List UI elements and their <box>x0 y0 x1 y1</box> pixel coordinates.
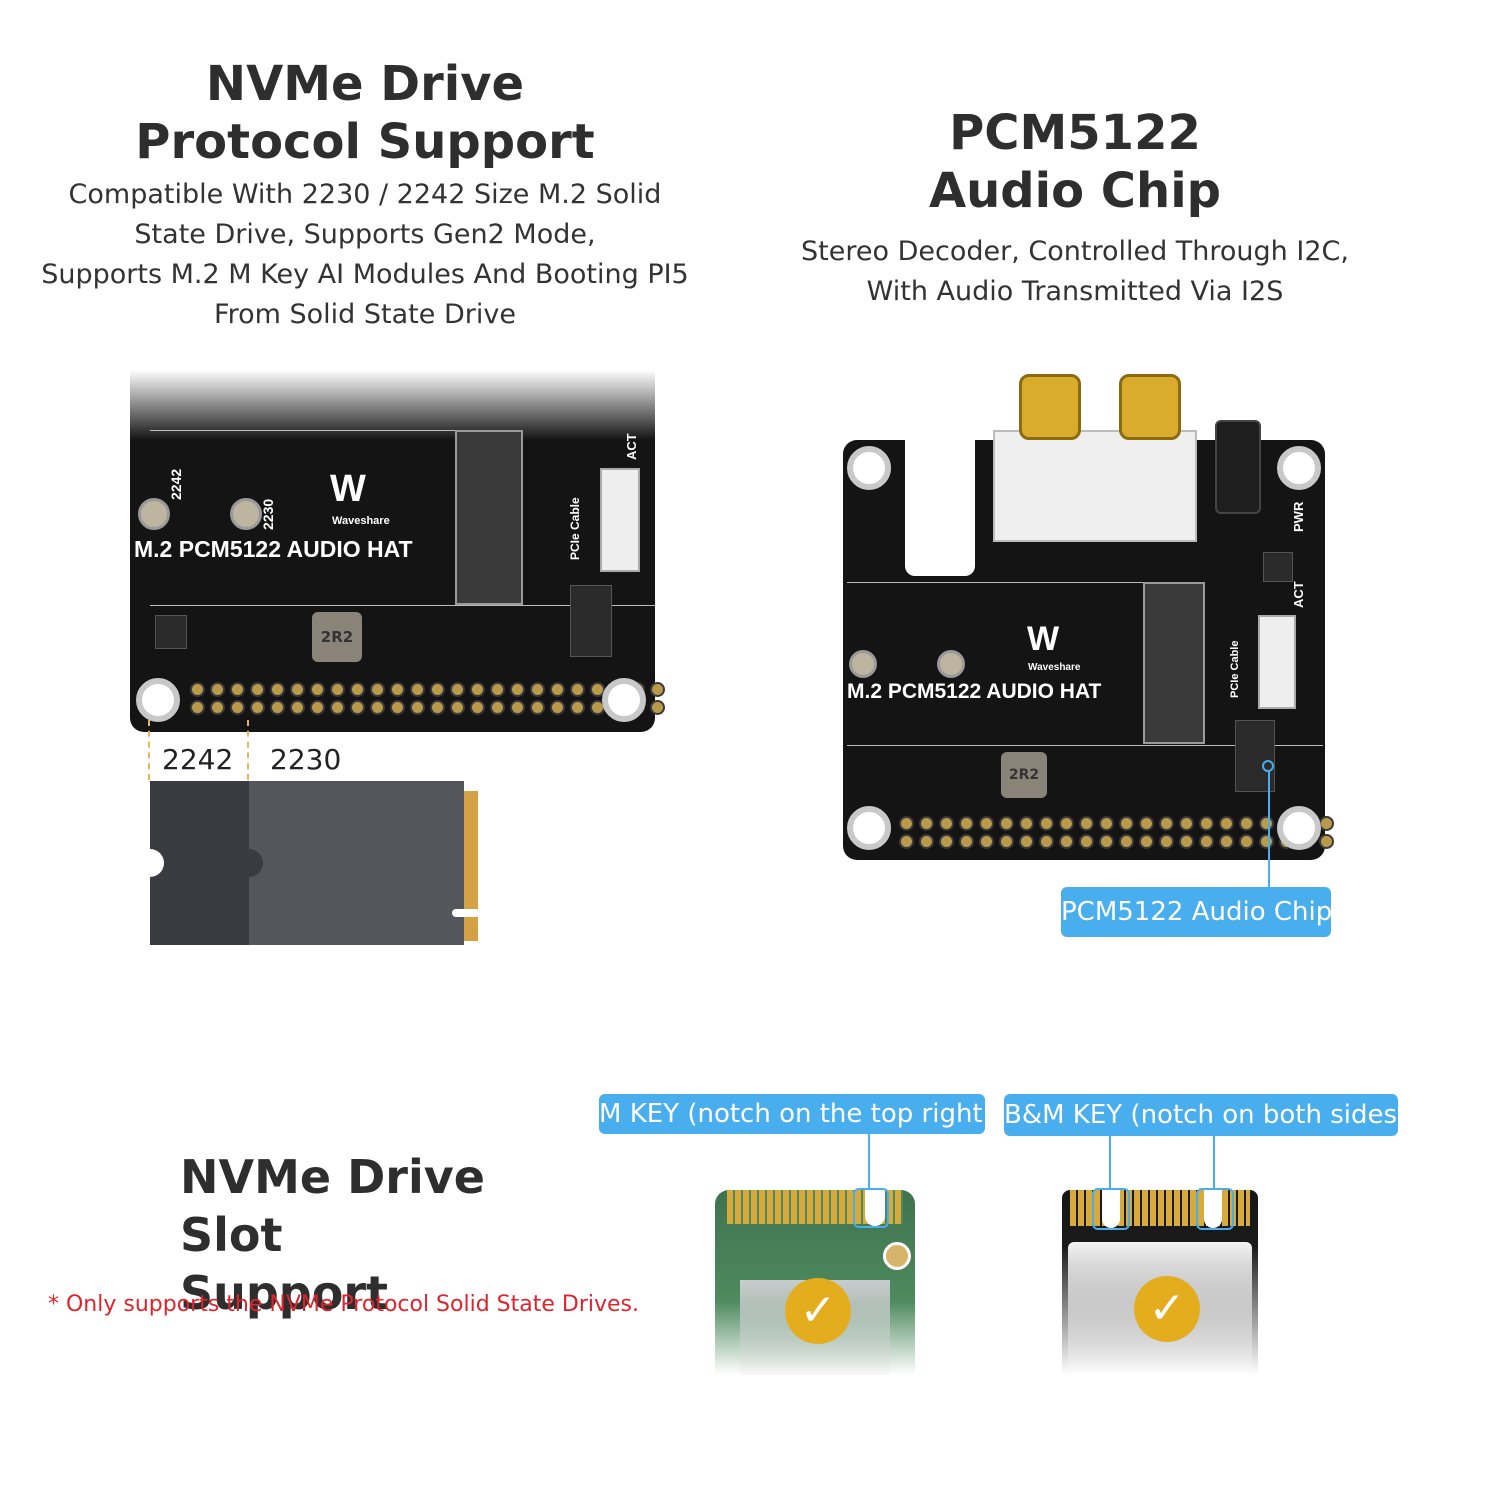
callout-marker <box>1262 760 1274 772</box>
right-desc-line2: With Audio Transmitted Via I2S <box>866 276 1284 307</box>
pcm5122-callout: PCM5122 Audio Chip <box>1061 887 1332 937</box>
rca-jack-right-icon <box>1119 374 1181 440</box>
m-key-leader <box>868 1134 870 1188</box>
standoff-2242 <box>849 650 877 678</box>
check-icon: ✓ <box>785 1278 851 1344</box>
divider-line <box>150 605 655 606</box>
pcie-connector <box>600 468 640 572</box>
left-desc-line4: From Solid State Drive <box>214 299 516 330</box>
bm-key-leader-left <box>1109 1136 1111 1190</box>
right-title-line1: PCM5122 <box>949 105 1201 161</box>
left-title-line1: NVMe Drive <box>205 56 525 112</box>
rca-connector-block <box>993 430 1197 542</box>
right-board-image: PWR ACT W Waveshare M.2 PCM5122 AUDIO HA… <box>843 374 1334 860</box>
ic-chip <box>1263 552 1293 582</box>
mount-hole <box>847 806 891 850</box>
left-desc-line2: State Drive, Supports Gen2 Mode, <box>134 219 596 250</box>
guide-2242 <box>148 720 150 780</box>
left-desc-line3: Supports M.2 M Key AI Modules And Bootin… <box>41 259 689 290</box>
brand-label: Waveshare <box>332 515 390 527</box>
audio-jack-icon <box>1215 420 1261 514</box>
pcie-label-right: PCIe Cable <box>1229 640 1241 698</box>
m2-slot <box>1143 582 1205 744</box>
pwr-label: PWR <box>1291 501 1306 532</box>
notch-highlight <box>853 1188 889 1228</box>
board-name-right: M.2 PCM5122 AUDIO HAT <box>847 680 1102 703</box>
standoff-2230 <box>937 650 965 678</box>
right-desc-line1: Stereo Decoder, Controlled Through I2C, <box>801 236 1349 267</box>
ic-chip <box>155 615 187 649</box>
size-label-2230: 2230 <box>270 743 342 776</box>
gpio-header <box>190 682 665 697</box>
brand-label-right: Waveshare <box>1028 662 1081 673</box>
mount-hole <box>1277 446 1321 490</box>
divider-line <box>847 745 1323 746</box>
fade-overlay <box>130 370 655 440</box>
screw-hole <box>883 1242 911 1270</box>
bm-key-ssd-image: ✓ <box>1062 1188 1258 1375</box>
pcie-connector <box>1258 615 1296 709</box>
divider-line <box>847 582 1147 583</box>
divider-line <box>150 430 480 431</box>
standoff-2230 <box>230 498 262 530</box>
m-key-callout: M KEY (notch on the top right) <box>599 1094 993 1134</box>
left-title-line2: Protocol Support <box>135 114 595 170</box>
m-key-ssd-image: ✓ <box>715 1188 915 1375</box>
m-key-notch <box>1204 1190 1222 1228</box>
board-cutout <box>905 436 975 576</box>
bottom-title-line2: Slot Support <box>180 1208 389 1320</box>
right-title: PCM5122 Audio Chip <box>780 104 1370 220</box>
waveshare-logo-icon: W <box>330 468 366 510</box>
ssd-notch <box>235 849 263 877</box>
callout-leader <box>1268 772 1270 887</box>
left-desc-line1: Compatible With 2230 / 2242 Size M.2 Sol… <box>68 179 662 210</box>
mount-hole <box>602 678 646 722</box>
m-key-notch <box>865 1190 885 1226</box>
mount-hole <box>847 446 891 490</box>
mount-hole <box>1277 806 1321 850</box>
ssd-illustration <box>136 781 480 945</box>
left-description: Compatible With 2230 / 2242 Size M.2 Sol… <box>30 175 700 335</box>
ssd-2230-section <box>249 781 464 945</box>
size-label-2242: 2242 <box>162 743 234 776</box>
bm-key-leader-right <box>1213 1136 1215 1190</box>
ic-chip <box>570 585 612 657</box>
pcie-label: PCIe Cable <box>568 497 582 560</box>
m2-slot <box>455 430 523 605</box>
left-title: NVMe Drive Protocol Support <box>60 55 670 171</box>
board-name: M.2 PCM5122 AUDIO HAT <box>134 536 413 562</box>
guide-2230 <box>247 720 249 780</box>
inductor: 2R2 <box>1001 752 1047 798</box>
mount-hole <box>136 678 180 722</box>
waveshare-logo-icon: W <box>1027 620 1060 658</box>
ssd-gold-contacts <box>464 791 478 941</box>
inductor: 2R2 <box>312 612 362 662</box>
notch-highlight <box>1196 1188 1234 1230</box>
silk-2230: 2230 <box>260 498 276 530</box>
act-label-right: ACT <box>1291 581 1306 608</box>
silk-2242: 2242 <box>168 468 184 500</box>
check-icon: ✓ <box>1134 1276 1200 1342</box>
right-title-line2: Audio Chip <box>928 163 1222 219</box>
right-description: Stereo Decoder, Controlled Through I2C, … <box>780 232 1370 312</box>
gpio-header <box>190 700 665 715</box>
ssd-key-notch <box>452 909 480 917</box>
bottom-title: NVMe Drive Slot Support <box>160 1148 490 1322</box>
standoff-2242 <box>138 498 170 530</box>
act-label: ACT <box>624 433 639 460</box>
b-key-notch <box>1102 1190 1120 1228</box>
left-board-image: 2242 2230 W Waveshare M.2 PCM5122 AUDIO … <box>130 370 665 732</box>
bottom-title-line1: NVMe Drive <box>180 1150 485 1204</box>
nvme-note: * Only supports the NVMe Protocol Solid … <box>48 1292 640 1317</box>
bm-key-callout: B&M KEY (notch on both sides) <box>1004 1094 1407 1136</box>
rca-jack-left-icon <box>1019 374 1081 440</box>
notch-highlight <box>1092 1188 1130 1230</box>
ssd-2242-section <box>150 781 249 945</box>
ssd-notch <box>136 849 164 877</box>
